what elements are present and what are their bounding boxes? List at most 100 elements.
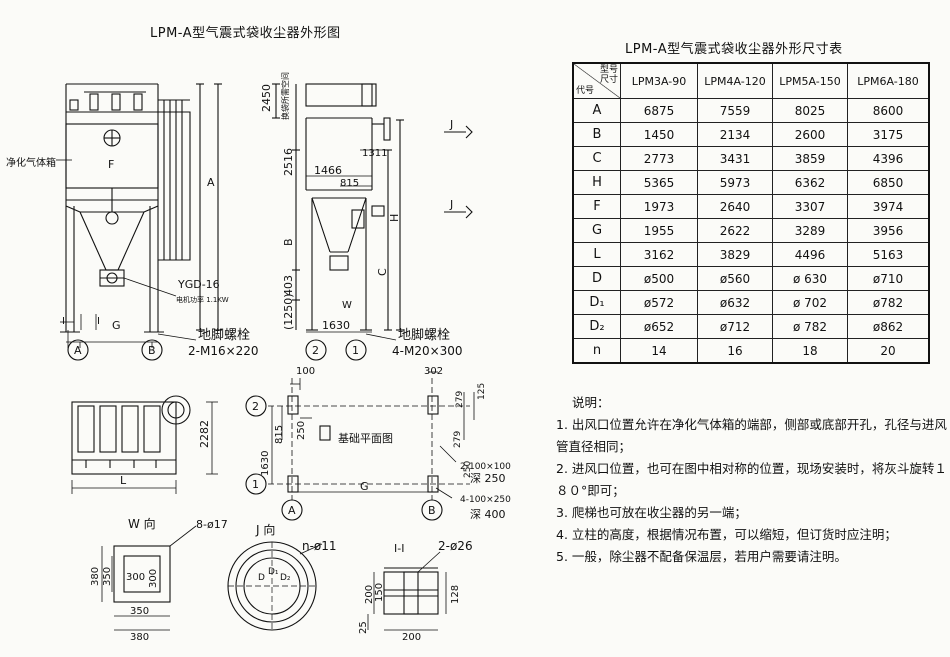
table-cell: ø 782 — [772, 314, 848, 339]
note-item: 2. 进风口位置，也可在图中相对称的位置，现场安装时，将灰斗旋转１８０°即可； — [556, 461, 947, 498]
table-cell: 3175 — [847, 122, 930, 147]
model-header: LPM4A-120 — [697, 62, 773, 99]
j-D1: D₁ — [268, 567, 279, 577]
table-cell: ø560 — [697, 266, 773, 291]
axis-markers — [67, 339, 443, 521]
axis-1: 1 — [352, 344, 359, 357]
table-cell: 2640 — [697, 194, 773, 219]
table-cell: 6875 — [620, 98, 698, 123]
axis-A-plan: A — [288, 504, 296, 517]
dim-1250: (1250) — [282, 293, 295, 330]
dim-250b: 250 — [463, 461, 473, 478]
table-cell: ø712 — [697, 314, 773, 339]
table-cell: 5163 — [847, 242, 930, 267]
row-code: B — [572, 122, 621, 147]
table-title: LPM-A型气震式袋收尘器外形尺寸表 — [625, 42, 843, 57]
dim-2282: 2282 — [198, 420, 211, 448]
dim-1630b: 1630 — [260, 451, 271, 476]
label-B: B — [282, 238, 295, 246]
label-C: C — [376, 268, 389, 276]
table-cell: 1973 — [620, 194, 698, 219]
j-D2: D₂ — [280, 573, 291, 583]
table-cell: 2622 — [697, 218, 773, 243]
label-J-bottom: J — [449, 198, 453, 211]
row-code: n — [572, 338, 621, 364]
label-bolt-left: 2-M16×220 — [188, 344, 259, 358]
label-clean-box: 净化气体箱 — [6, 156, 56, 169]
label-G-front: G — [112, 319, 121, 332]
table-cell: ø 630 — [772, 266, 848, 291]
i-25: 25 — [358, 621, 369, 634]
table-cell: 3289 — [772, 218, 848, 243]
label-bolt-right: 4-M20×300 — [392, 344, 463, 358]
dim-1630: 1630 — [322, 319, 350, 332]
row-code: L — [572, 242, 621, 267]
dim-302: 302 — [424, 366, 443, 377]
table-cell: 3974 — [847, 194, 930, 219]
w-380: 380 — [90, 567, 101, 586]
label-I-left: I — [62, 316, 65, 327]
table-cell: 3859 — [772, 146, 848, 171]
table-cell: ø500 — [620, 266, 698, 291]
i-200b: 200 — [402, 632, 421, 643]
axis-B: B — [148, 344, 156, 357]
label-H: H — [388, 214, 401, 222]
table-cell: 14 — [620, 338, 698, 364]
axis-B-plan: B — [428, 504, 436, 517]
i-i-view — [367, 551, 447, 631]
dim-1311: 1311 — [362, 148, 387, 159]
note-item: 3. 爬梯也可放在收尘器的另一端； — [556, 505, 747, 520]
table-cell: 7559 — [697, 98, 773, 123]
table-cell: 5973 — [697, 170, 773, 195]
engineering-drawing: 净化气体箱 F A YGD-16 电机功率 1.1KW G I I 地脚螺栓 2… — [6, 72, 511, 643]
table-header-row: 型号尺寸 代号 LPM3A-90 LPM4A-120 LPM5A-150 LPM… — [572, 62, 930, 99]
dim-250a: 250 — [296, 421, 307, 440]
table-cell: 5365 — [620, 170, 698, 195]
w-350: 350 — [102, 567, 113, 586]
row-code: A — [572, 98, 621, 123]
w-380b: 380 — [130, 632, 149, 643]
label-anchor-bolt-right: 地脚螺栓 — [398, 327, 450, 343]
depth-small: 深 250 — [470, 472, 506, 485]
table-cell: 3162 — [620, 242, 698, 267]
w-holes: 8-ø17 — [196, 518, 228, 531]
dim-space: 换袋所需空间 — [280, 72, 290, 120]
axis-A: A — [74, 344, 82, 357]
table-cell: 1450 — [620, 122, 698, 147]
dimension-table: 型号尺寸 代号 LPM3A-90 LPM4A-120 LPM5A-150 LPM… — [572, 62, 930, 364]
notes-title: 说明： — [572, 395, 610, 410]
table-cell: ø652 — [620, 314, 698, 339]
note-item: 4. 立柱的高度，根据情况布置，可以缩短，但订货时应注明； — [556, 527, 897, 542]
label-anchor-bolt-left: 地脚螺栓 — [198, 327, 250, 343]
i-150: 150 — [374, 583, 385, 602]
model-header: LPM6A-180 — [847, 62, 930, 99]
table-cell: 2134 — [697, 122, 773, 147]
dim-100: 100 — [296, 366, 315, 377]
row-code: D₂ — [572, 314, 621, 339]
table-cell: 1955 — [620, 218, 698, 243]
front-view — [56, 83, 222, 348]
row-code: H — [572, 170, 621, 195]
table-cell: 8600 — [847, 98, 930, 123]
table-cell: 18 — [772, 338, 848, 364]
row-code: G — [572, 218, 621, 243]
model-header: LPM3A-90 — [620, 62, 698, 99]
w-300b: 300 — [148, 569, 159, 588]
note-item: 5. 一般，除尘器不配备保温层，若用户需要请注明。 — [556, 549, 847, 564]
note-item: 1. 出风口位置允许在净化气体箱的端部，侧部或底部开孔，孔径与进风管直径相同； — [556, 417, 947, 454]
corner-top: 型号 — [599, 65, 618, 75]
side-view — [272, 83, 473, 341]
axis-2-plan: 2 — [252, 400, 259, 413]
corner-bottom: 代号 — [576, 86, 595, 96]
j-holes: n-ø11 — [302, 539, 337, 553]
i-holes: 2-ø26 — [438, 539, 473, 553]
table-cell: 20 — [847, 338, 930, 364]
